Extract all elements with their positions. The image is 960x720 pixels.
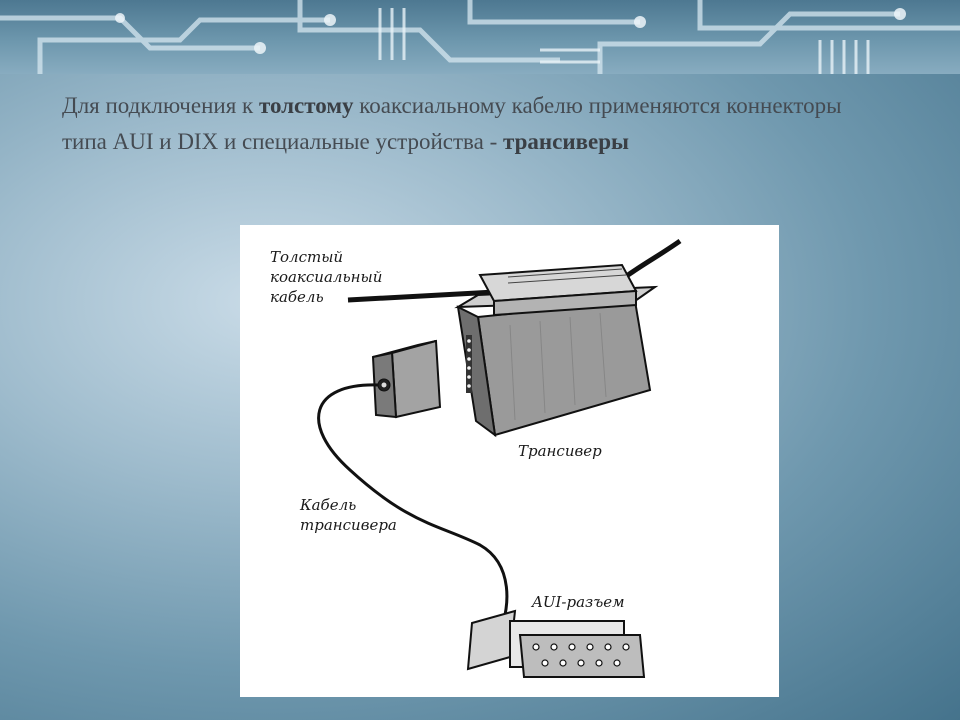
intro-text: Для подключения к толстому коаксиальному… xyxy=(62,88,892,160)
circuit-board-banner xyxy=(0,0,960,74)
label-thick-coax-cable: Толстый коаксиальный кабель xyxy=(270,248,383,306)
transceiver-cable xyxy=(317,383,509,626)
intro-bold-thick: толстому xyxy=(258,93,354,118)
label-transceiver: Трансивер xyxy=(518,442,602,460)
transceiver-illustration xyxy=(317,238,682,678)
dix-plug xyxy=(371,339,442,419)
transceiver-diagram: Толстый коаксиальный кабель Трансивер Ка… xyxy=(240,225,779,697)
transceiver-device xyxy=(454,263,659,438)
thick-coax-cable xyxy=(347,289,496,303)
intro-part-1: Для подключения к xyxy=(62,93,259,118)
label-aui-connector: AUI-разъем xyxy=(532,593,625,611)
thick-coax-cable-end xyxy=(623,238,682,280)
label-transceiver-cable: Кабель трансивера xyxy=(300,496,397,534)
circuit-pattern xyxy=(0,0,960,74)
intro-part-2: коаксиальному кабелю применяются коннект… xyxy=(62,93,842,154)
aui-connector xyxy=(466,609,646,678)
intro-bold-transceivers: трансиверы xyxy=(502,129,629,154)
